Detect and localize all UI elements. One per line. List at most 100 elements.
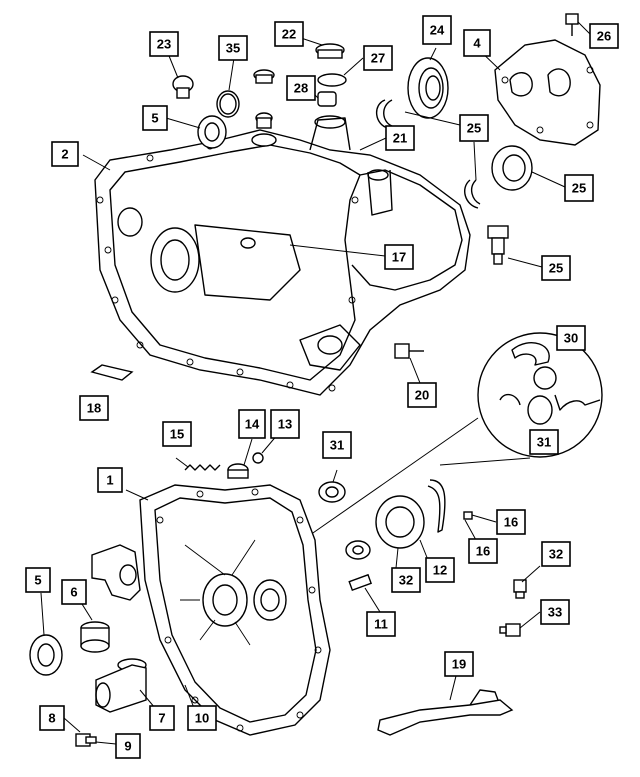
- plug-33: [513, 579, 527, 599]
- svg-text:25: 25: [467, 121, 481, 136]
- detail-circle: [309, 332, 603, 536]
- sensor-27: [487, 225, 509, 265]
- retainer-clip-12: [427, 479, 446, 533]
- callout-8: 8: [39, 705, 65, 731]
- transaxle-case-upper: [94, 115, 471, 396]
- shim-19: [90, 364, 134, 381]
- callout-31-lower: 31: [322, 431, 352, 459]
- shift-lever-20: [377, 689, 514, 736]
- svg-text:31: 31: [330, 438, 344, 453]
- callout-28: 26: [589, 23, 619, 49]
- svg-text:20: 20: [415, 388, 429, 403]
- svg-text:18: 18: [87, 401, 101, 416]
- bearing-retainer-plate: [494, 39, 601, 146]
- callout-15: 15: [162, 421, 192, 447]
- callout-5-lower: 5: [25, 567, 51, 593]
- svg-text:21: 21: [393, 131, 407, 146]
- callout-4: 4: [463, 29, 491, 57]
- svg-text:11: 11: [374, 617, 388, 632]
- bearing-25-top: [407, 57, 449, 119]
- callout-32-lower: 32: [391, 567, 421, 593]
- callout-19: 18: [79, 395, 109, 421]
- svg-text:15: 15: [170, 427, 184, 442]
- svg-text:35: 35: [226, 41, 240, 56]
- callout-5-upper: 5: [142, 105, 168, 131]
- svg-text:1: 1: [106, 473, 113, 488]
- svg-text:24: 24: [430, 23, 445, 38]
- callout-6: 6: [61, 579, 87, 605]
- dowel-pin-11: [348, 573, 373, 592]
- breather-cap: [172, 75, 194, 99]
- bearing-cup: [80, 621, 110, 653]
- callout-2: 2: [51, 141, 79, 167]
- callout-16: 16: [468, 538, 498, 564]
- callout-18: 17: [384, 244, 414, 270]
- callout-7: 7: [149, 705, 175, 731]
- svg-text:28: 28: [294, 81, 308, 96]
- callout-25-right: 25: [564, 174, 594, 202]
- callout-35: 35: [218, 35, 248, 61]
- bushing-32-small: [345, 540, 371, 560]
- callout-21: 20: [407, 382, 437, 408]
- svg-text:6: 6: [70, 585, 77, 600]
- bolt-21: [394, 343, 424, 359]
- plug-34: [499, 623, 521, 637]
- callout-29: 27: [363, 45, 393, 71]
- svg-text:10: 10: [195, 711, 209, 726]
- pin-14: [227, 463, 249, 479]
- svg-text:23: 23: [157, 37, 171, 52]
- callout-20: 19: [444, 651, 474, 677]
- bolt-17: [463, 511, 473, 520]
- bearing-race-32: [375, 495, 425, 549]
- svg-text:26: 26: [597, 29, 611, 44]
- svg-text:8: 8: [48, 711, 55, 726]
- bearing-25-right: [491, 145, 533, 191]
- spring-15: [184, 464, 221, 471]
- speed-sensor-gear: [251, 69, 277, 147]
- callout-34: 33: [540, 599, 570, 625]
- svg-text:22: 22: [282, 27, 296, 42]
- callout-24: 23: [149, 31, 179, 57]
- svg-text:30: 30: [564, 331, 578, 346]
- callout-27: 25: [541, 255, 571, 281]
- snap-ring-26-right: [464, 179, 481, 209]
- shift-bracket-6: [91, 544, 141, 601]
- svg-text:27: 27: [371, 51, 385, 66]
- callout-1: 1: [97, 467, 123, 493]
- callout-23: 22: [274, 21, 304, 47]
- svg-text:5: 5: [151, 111, 158, 126]
- transaxle-case-lower: [139, 484, 331, 736]
- seal-upper-left: [197, 115, 227, 149]
- callout-10: 10: [187, 705, 217, 731]
- snap-ring-29: [317, 73, 347, 87]
- svg-text:33: 33: [548, 605, 562, 620]
- svg-text:19: 19: [452, 657, 466, 672]
- svg-text:16: 16: [504, 515, 518, 530]
- callout-25-top: 24: [422, 15, 452, 45]
- svg-text:2: 2: [61, 147, 68, 162]
- callout-22: 21: [385, 125, 415, 151]
- seal-5-lower: [29, 634, 63, 676]
- axle-shaft-sleeve-7: [95, 658, 147, 713]
- bushing-31-lower: [318, 481, 346, 503]
- callout-11: 11: [366, 611, 396, 637]
- svg-text:32: 32: [549, 547, 563, 562]
- svg-text:25: 25: [549, 261, 563, 276]
- svg-text:25: 25: [572, 181, 586, 196]
- bolt-28: [565, 13, 579, 36]
- callout-12: 12: [425, 557, 455, 583]
- plug-9: [75, 733, 97, 747]
- callout-9: 9: [115, 733, 141, 759]
- leader-lines: [40, 21, 592, 745]
- snap-ring-26-top: [376, 99, 393, 129]
- svg-text:14: 14: [245, 417, 260, 432]
- svg-text:13: 13: [278, 417, 292, 432]
- svg-text:17: 17: [392, 250, 406, 265]
- callouts: 2 23 35 5 22 27 28 21 24 4 26 25 25 25 1…: [25, 15, 619, 759]
- svg-text:9: 9: [124, 739, 131, 754]
- svg-text:12: 12: [433, 563, 447, 578]
- svg-text:31: 31: [537, 435, 551, 450]
- callout-31-detail: 30: [556, 325, 586, 351]
- clip-13: [252, 452, 264, 464]
